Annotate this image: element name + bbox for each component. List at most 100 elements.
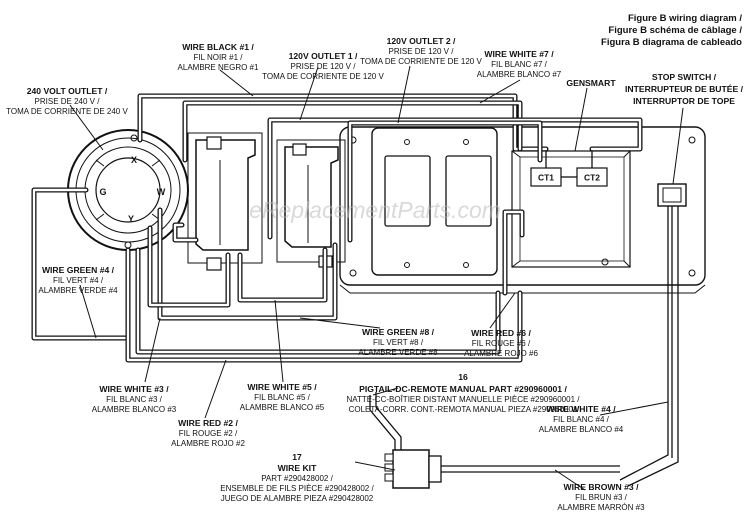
stop-switch-leads xyxy=(619,206,679,487)
wire-harness xyxy=(31,93,643,363)
callout-pigtail: 16 PIGTAIL-DC-REMOTE MANUAL PART #290960… xyxy=(347,372,581,414)
callout-wire-black-1: WIRE BLACK #1 / FIL NOIR #1 / ALAMBRE NE… xyxy=(178,42,259,72)
callout-outlet-1: 120V OUTLET 1 / PRISE DE 120 V / TOMA DE… xyxy=(262,51,384,81)
label-wire-white-7-line3: ALAMBRE BLANCO #7 xyxy=(477,70,562,79)
label-outlet1-line1: 120V OUTLET 1 / xyxy=(289,51,358,61)
label-wire-white-5-line3: ALAMBRE BLANCO #5 xyxy=(240,403,325,412)
label-wire-red-6-line1: WIRE RED #6 / xyxy=(471,328,531,338)
outlet-1-tab-top xyxy=(206,136,222,150)
leader-wire-white-5 xyxy=(274,299,284,383)
label-wire-white-5-line1: WIRE WHITE #5 / xyxy=(247,382,317,392)
label-outlet2-line3: TOMA DE CORRIENTE DE 120 V xyxy=(360,57,482,66)
gensmart-corner xyxy=(511,150,521,158)
wire-red-2-core xyxy=(126,248,522,362)
wire-white-3-core xyxy=(148,226,230,307)
title-line-3: Figura B diagrama de cableado xyxy=(601,37,742,48)
label-wire-green-4-line1: WIRE GREEN #4 / xyxy=(42,265,115,275)
panel-screw xyxy=(349,269,357,277)
panel-screw xyxy=(688,269,696,277)
outlet-2-tab-top xyxy=(292,143,307,156)
callout-wire-white-5: WIRE WHITE #5 / FIL BLANC #5 / ALAMBRE B… xyxy=(240,382,325,412)
label-outlet1-line2: PRISE DE 120 V / xyxy=(291,62,357,71)
leader-outlet2 xyxy=(397,65,411,124)
label-pigtail-line1: PIGTAIL-DC-REMOTE MANUAL PART #290960001… xyxy=(359,384,567,394)
label-wire-white-7-line1: WIRE WHITE #7 / xyxy=(484,49,554,59)
leader-wire-brown-3 xyxy=(554,469,586,491)
label-wire-white-3-line2: FIL BLANC #3 / xyxy=(106,395,163,404)
label-stop-switch-line1: STOP SWITCH / xyxy=(652,72,717,82)
wire-outlet-to-panel-top-core xyxy=(268,118,642,239)
label-pigtail-number: 16 xyxy=(458,372,468,382)
receptacle-slot-right xyxy=(445,155,492,227)
pigtail-plug-body xyxy=(392,449,430,489)
label-wire-white-4-line1: WIRE WHITE #4 / xyxy=(546,404,616,414)
plate-screw xyxy=(404,139,410,145)
leader-wire-green-4 xyxy=(79,284,97,339)
pigtail-leads xyxy=(441,465,620,473)
wire-green-8-core xyxy=(158,208,337,320)
label-pigtail-line2: NATTE-CC-BOÎTIER DISTANT MANUELLE PIÈCE … xyxy=(347,395,581,404)
callout-wire-green-4: WIRE GREEN #4 / FIL VERT #4 / ALAMBRE VE… xyxy=(38,265,118,295)
label-outlet2-line2: PRISE DE 120 V / xyxy=(389,47,455,56)
stop-switch-body xyxy=(657,183,687,207)
ct1-label: CT1 xyxy=(538,173,554,183)
leader-gensmart xyxy=(574,87,588,152)
label-wire-green-8-line1: WIRE GREEN #8 / xyxy=(362,327,435,337)
label-wire-red-2-line2: FIL ROUGE #2 / xyxy=(179,429,238,438)
callout-stop-switch: STOP SWITCH / INTERRUPTEUR DE BUTÉE / IN… xyxy=(625,72,744,106)
pigtail-pin xyxy=(384,463,394,472)
callout-wire-white-4: WIRE WHITE #4 / FIL BLANC #4 / ALAMBRE B… xyxy=(539,404,624,434)
outlet-1-mount xyxy=(187,132,263,264)
label-gensmart: GENSMART xyxy=(566,78,616,88)
label-wire-red-6-line3: ALAMBRE ROJO #6 xyxy=(464,349,538,358)
pigtail-pin xyxy=(384,453,394,462)
gensmart-module: CT1 CT2 xyxy=(511,149,631,268)
leader-lines xyxy=(69,65,684,491)
label-stop-switch-line2: INTERRUPTEUR DE BUTÉE / xyxy=(625,84,744,94)
outlet-240v-screw xyxy=(130,134,138,142)
wire-outlet2-to-panel-core xyxy=(348,121,542,242)
callout-wire-red-2: WIRE RED #2 / FIL ROUGE #2 / ALAMBRE ROJ… xyxy=(171,418,245,448)
label-wire-white-5-line2: FIL BLANC #5 / xyxy=(254,393,311,402)
outlet-2-mount xyxy=(276,139,346,263)
outlet-240v-spokes xyxy=(95,159,161,221)
label-wire-kit-line1: WIRE KIT xyxy=(278,463,317,473)
plate-screw xyxy=(463,262,469,268)
label-wire-green-4-line2: FIL VERT #4 / xyxy=(53,276,104,285)
label-wire-brown-3-line1: WIRE BROWN #3 / xyxy=(564,482,640,492)
leader-wire-white-4 xyxy=(599,401,669,416)
title-line-1: Figure B wiring diagram / xyxy=(628,13,742,24)
label-wire-white-3-line1: WIRE WHITE #3 / xyxy=(99,384,169,394)
label-wire-red-2-line1: WIRE RED #2 / xyxy=(178,418,238,428)
figure-title: Figure B wiring diagram / Figure B schém… xyxy=(601,13,742,48)
label-wire-black-1-line3: ALAMBRE NEGRO #1 xyxy=(178,63,259,72)
terminal-y-label: Y xyxy=(128,214,134,224)
label-wire-kit-line3: ENSEMBLE DE FILS PIÈCE #290428002 / xyxy=(220,484,374,493)
wire-green-4-core xyxy=(32,188,127,340)
panel-lower-edge xyxy=(339,284,706,294)
label-pigtail-line3: COLETA-CORR. CONT.-REMOTA MANUAL PIEZA #… xyxy=(349,405,578,414)
plate-screw xyxy=(404,262,410,268)
callout-outlet-2: 120V OUTLET 2 / PRISE DE 120 V / TOMA DE… xyxy=(360,36,482,66)
outlet-1-body xyxy=(195,139,256,251)
terminal-x-label: X xyxy=(131,155,137,165)
label-wire-white-4-line2: FIL BLANC #4 / xyxy=(553,415,610,424)
receptacle-slot-left xyxy=(384,155,431,227)
terminal-g-label: G xyxy=(99,187,106,197)
label-wire-white-4-line3: ALAMBRE BLANCO #4 xyxy=(539,425,624,434)
leader-wire-white-3 xyxy=(144,317,161,383)
label-outlet2-line1: 120V OUTLET 2 / xyxy=(387,36,456,46)
label-wire-kit-number: 17 xyxy=(292,452,302,462)
callout-wire-green-8: WIRE GREEN #8 / FIL VERT #8 / ALAMBRE VE… xyxy=(358,327,438,357)
wire-outlet1-loop-core xyxy=(173,223,198,242)
gensmart-outline xyxy=(511,150,631,268)
terminal-w-label: W xyxy=(157,187,166,197)
wire-red-6-core xyxy=(136,248,500,354)
gensmart-corner xyxy=(623,150,631,158)
outlet-240v-face xyxy=(95,157,161,223)
label-wire-kit-line4: JUEGO DE ALAMBRE PIEZA #290428002 xyxy=(221,494,374,503)
title-line-2: Figure B schéma de câblage / xyxy=(608,25,742,36)
label-outlet240-line3: TOMA DE CORRIENTE DE 240 V xyxy=(6,107,128,116)
label-wire-white-7-line2: FIL BLANC #7 / xyxy=(491,60,548,69)
